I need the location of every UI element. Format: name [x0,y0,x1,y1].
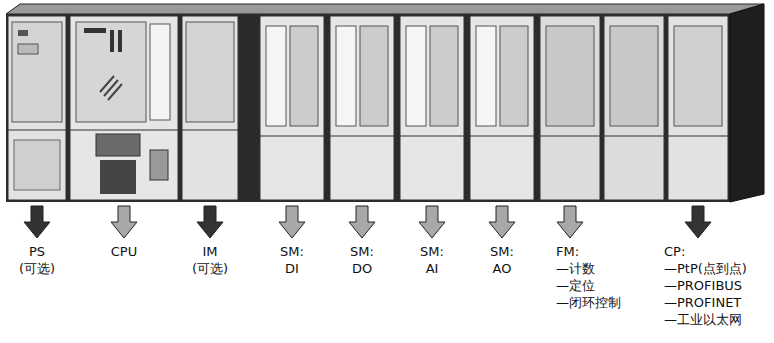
fm-module [540,16,664,200]
im-module [182,16,238,200]
module-label: (可选) [19,261,55,277]
module-label: DI [285,261,299,277]
module-label: PS [29,244,45,260]
module-label: SM: [280,244,304,260]
module-label: —PROFINET [664,295,741,311]
module-label: —闭环控制 [556,295,621,311]
module-label: —PROFIBUS [664,278,742,294]
module-label: IM [202,244,217,260]
module-label: AI [426,261,439,277]
pointer-arrows [24,206,711,238]
ps-module [8,16,66,200]
rack-back [6,14,730,202]
cpu-module [70,16,178,200]
module-label: —计数 [556,261,595,277]
module-label: SM: [490,244,514,260]
module-label: SM: [420,244,444,260]
module-label: —定位 [556,278,595,294]
cp-module [668,16,728,200]
module-label: CPU [111,244,137,260]
module-label: (可选) [192,261,228,277]
module-label: AO [493,261,512,277]
module-label: FM: [556,244,579,260]
module-label: SM: [350,244,374,260]
module-label: CP: [664,244,685,260]
rack-top [6,4,764,14]
module-label: DO [352,261,372,277]
sm-modules [260,16,534,200]
module-label: —工业以太网 [664,312,742,328]
module-label: —PtP(点到点) [664,261,747,277]
rack-side [730,4,764,202]
